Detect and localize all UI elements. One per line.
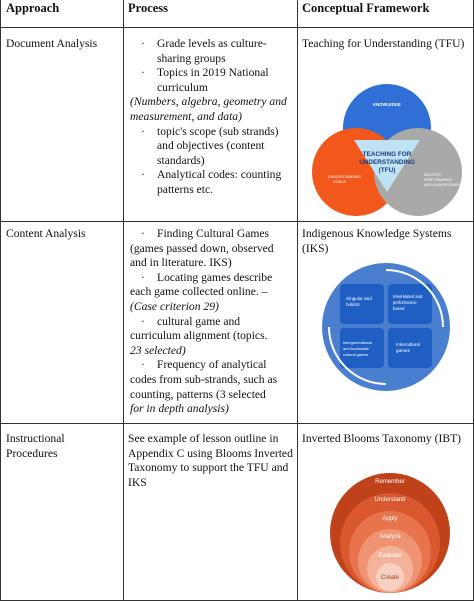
row2-bullet2-line2: each game collected online. – bbox=[130, 285, 268, 299]
row2-framework: Indigenous Knowledge Systems (IKS) bbox=[302, 227, 452, 255]
row1-italic-line2: measurement, and data) bbox=[130, 109, 242, 123]
iks-label-bl-2: and Accessible bbox=[343, 346, 369, 351]
row2-approach: Content Analysis bbox=[6, 227, 86, 240]
row1-bullet1-line2: sharing groups bbox=[157, 51, 226, 65]
row1-bullet3-line3: standards) bbox=[157, 153, 205, 167]
iks-tile-tl bbox=[340, 284, 384, 324]
row2-bullet3-line2: curriculum alignment (topics. bbox=[130, 329, 268, 343]
venn-label-knowledge: KNOWLEDGE bbox=[373, 102, 401, 107]
iks-arc-bl bbox=[328, 326, 387, 385]
col-border-left bbox=[0, 0, 1, 601]
col-divider-2 bbox=[297, 0, 298, 601]
row2-bullet1-line3: and in literature. IKS) bbox=[130, 256, 232, 270]
venn-label-mastery-1: MASTERY bbox=[424, 173, 442, 177]
row1-bullet4-line1: Analytical codes: counting bbox=[157, 168, 282, 182]
ibt-label-understand: Understand bbox=[374, 497, 405, 503]
row2-bullet3-line3: 23 selected) bbox=[130, 343, 186, 357]
iks-outer-circle bbox=[322, 263, 450, 391]
row2-bullet4-line2: codes from sub-strands, such as bbox=[130, 372, 278, 386]
iks-label-br-2: games bbox=[396, 348, 410, 353]
venn-label-goals-1: UNDERSTANDING bbox=[328, 175, 361, 179]
row3-process-line4: IKS bbox=[128, 475, 147, 489]
row1-italic-line1: (Numbers, algebra, geometry and bbox=[130, 95, 287, 109]
row1-bullet3-line1: topic's scope (sub strands) bbox=[157, 124, 279, 138]
venn-label-mastery-2: PERFORMANCE bbox=[424, 178, 453, 182]
venn-center-line1: TEACHING FOR bbox=[363, 151, 412, 158]
iks-diagram: Singular and holistic Interrelated and p… bbox=[322, 263, 450, 391]
row2-bullet4-line1: Frequency of analytical bbox=[157, 358, 267, 372]
row2-bullet2-line3: (Case criterion 29) bbox=[130, 299, 219, 313]
iks-label-br-1: Intercultural bbox=[396, 342, 420, 347]
venn-center-line2: UNDERSTANDING bbox=[359, 159, 415, 166]
iks-label-tr-3: based bbox=[393, 306, 405, 311]
venn-center-triangle bbox=[354, 140, 420, 192]
iks-label-bl-3: cultural games bbox=[343, 352, 368, 357]
row3-framework: Inverted Blooms Taxonomy (IBT) bbox=[302, 432, 462, 445]
iks-tile-br bbox=[388, 328, 432, 368]
row3-approach-line1: Instructional bbox=[6, 432, 65, 445]
header-process: Process bbox=[128, 1, 169, 15]
iks-label-tl-1: Singular and bbox=[346, 296, 372, 301]
col-divider-1 bbox=[123, 0, 124, 601]
row1-bullet2-line1: Topics in 2019 National bbox=[157, 66, 269, 80]
venn-center-line3: (TFU) bbox=[379, 167, 396, 174]
ibt-ring-create bbox=[376, 563, 404, 591]
row3-process-line3: Taxonomy to support the TFU and bbox=[128, 461, 289, 475]
row1-approach: Document Analysis bbox=[6, 37, 98, 50]
header-framework: Conceptual Framework bbox=[302, 1, 430, 15]
ibt-label-evaluate: Evaluate bbox=[378, 553, 402, 559]
iks-label-tr-2: performance- bbox=[393, 300, 419, 305]
ibt-label-remember: Remember bbox=[375, 479, 405, 485]
row1-bullet2-line2: curriculum bbox=[157, 80, 208, 94]
ibt-label-create: Create bbox=[381, 575, 400, 581]
row2-bullet2-line1: Locating games describe bbox=[157, 270, 273, 284]
row3-approach-line2: Procedures bbox=[6, 446, 58, 460]
row2-process: ·Finding Cultural Games (games passed do… bbox=[128, 227, 296, 417]
iks-tile-bl bbox=[340, 328, 384, 368]
row-divider-2 bbox=[0, 423, 474, 424]
row1-bullet4-line2: patterns etc. bbox=[157, 182, 214, 196]
row1-process: ·Grade levels as culture- sharing groups… bbox=[128, 37, 296, 198]
row3-approach: Instructional Procedures bbox=[6, 432, 65, 461]
header-approach: Approach bbox=[6, 1, 60, 15]
iks-label-tr-1: Interrelated and bbox=[393, 294, 423, 299]
row2-bullet4-line3: counting, patterns (3 selected bbox=[130, 387, 266, 401]
row3-process-line1: See example of lesson outline in bbox=[128, 432, 279, 445]
row1-framework: Teaching for Understanding (TFU) bbox=[302, 37, 465, 50]
venn-label-goals-2: GOALS bbox=[333, 180, 347, 184]
ibt-diagram: Remember Understand Apply Analyze Evalua… bbox=[330, 473, 450, 593]
iks-tile-tr bbox=[388, 284, 432, 324]
venn-label-mastery-3: AND UNDERSTANDING bbox=[424, 183, 464, 187]
tfu-venn-diagram: KNOWLEDGE TEACHING FOR UNDERSTANDING (TF… bbox=[312, 84, 464, 216]
iks-label-bl-1: Intergenerational bbox=[343, 340, 372, 345]
row2-bullet4-line4: for in depth analysis) bbox=[130, 402, 229, 416]
row2-bullet1-line1: Finding Cultural Games bbox=[157, 227, 270, 240]
row-divider-1 bbox=[0, 221, 474, 222]
row2-bullet1-line2: (games passed down, observed bbox=[130, 241, 274, 255]
row3-process-line2: Appendix C using Blooms Inverted bbox=[128, 446, 293, 460]
ibt-label-apply: Apply bbox=[382, 516, 397, 522]
ibt-label-analyze: Analyze bbox=[379, 534, 401, 540]
header-rule bbox=[0, 27, 474, 28]
row1-bullet1-line1: Grade levels as culture- bbox=[157, 37, 267, 50]
iks-label-tl-2: holistic bbox=[346, 302, 361, 307]
row1-bullet3-line2: and objectives (content bbox=[157, 139, 265, 153]
row2-bullet3-line1: cultural game and bbox=[157, 314, 241, 328]
iks-arc-tr bbox=[385, 269, 444, 328]
row3-process: See example of lesson outline in Appendi… bbox=[128, 432, 296, 490]
